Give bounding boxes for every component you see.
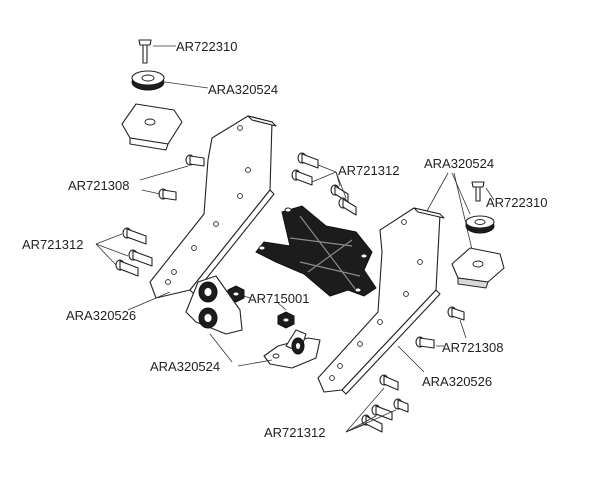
- leader-lower-mount-2: [237, 359, 273, 367]
- label-nuts: AR715001: [248, 291, 309, 306]
- label-top-washer: ARA320524: [208, 82, 278, 97]
- label-top-screw: AR722310: [176, 39, 237, 54]
- lower-hinge-mount-right: [263, 329, 321, 369]
- label-bolts-a: AR721308: [68, 178, 129, 193]
- top-mount-pad: [121, 103, 183, 151]
- label-left-plate: ARA320526: [66, 308, 136, 323]
- right-bolt-lower: [415, 336, 435, 349]
- leader-bolts-b-1: [95, 233, 123, 245]
- leader-bolts-a-1: [139, 165, 189, 181]
- leader-right-bolts-1: [459, 319, 467, 339]
- label-right-screw: AR722310: [486, 195, 547, 210]
- leader-left-plate: [127, 291, 171, 311]
- leader-bottom-4: [345, 423, 367, 433]
- leader-bolts-b-3: [95, 243, 117, 266]
- top-washer: [131, 70, 165, 91]
- nut-lower: [277, 311, 295, 329]
- leader-right-screw: [485, 187, 495, 201]
- leader-bolts-b-2: [95, 243, 129, 257]
- center-bolt-4: [338, 197, 357, 216]
- label-right-bolts: AR721308: [442, 340, 503, 355]
- label-right-group: ARA320524: [424, 156, 494, 171]
- right-screw: [471, 181, 485, 202]
- leader-bottom-3: [345, 415, 377, 433]
- leader-right-plate: [397, 345, 425, 373]
- left-bolt-upper: [185, 154, 205, 167]
- leader-top-washer: [164, 81, 209, 89]
- label-center-bolts: AR721312: [338, 163, 399, 178]
- label-bottom-bolts: AR721312: [264, 425, 325, 440]
- leader-bolts-a-2: [141, 189, 161, 195]
- label-bolts-b: AR721312: [22, 237, 83, 252]
- top-screw: [138, 39, 152, 64]
- left-long-bolt-3: [115, 259, 139, 277]
- center-bolt-2: [291, 169, 313, 186]
- leader-bottom-1: [345, 387, 385, 433]
- leader-right-group-2: [451, 172, 471, 215]
- leader-lower-mount-1: [209, 333, 233, 363]
- leader-center-4: [335, 171, 347, 199]
- label-right-plate: ARA320526: [422, 374, 492, 389]
- leader-right-group-3: [453, 172, 475, 259]
- bottom-bolt-3: [371, 404, 393, 421]
- left-long-bolt-1: [122, 227, 147, 245]
- right-side-plate: [317, 207, 445, 395]
- left-bolt-lower: [158, 188, 177, 201]
- center-bolt-1: [297, 152, 319, 169]
- lower-hinge-mount-left: [185, 275, 243, 335]
- label-lower-mount: ARA320524: [150, 359, 220, 374]
- leader-center-2: [311, 171, 337, 183]
- bottom-bolt-2: [393, 398, 409, 413]
- leader-nuts-2: [277, 302, 287, 311]
- leader-nuts-1: [243, 295, 251, 299]
- right-washer: [465, 215, 495, 234]
- bottom-bolt-1: [379, 374, 399, 391]
- right-bolt-upper: [447, 306, 465, 321]
- right-mount-pad: [451, 247, 505, 289]
- leader-center-1: [317, 164, 337, 173]
- center-x-brace: [255, 205, 377, 297]
- left-long-bolt-2: [128, 249, 153, 267]
